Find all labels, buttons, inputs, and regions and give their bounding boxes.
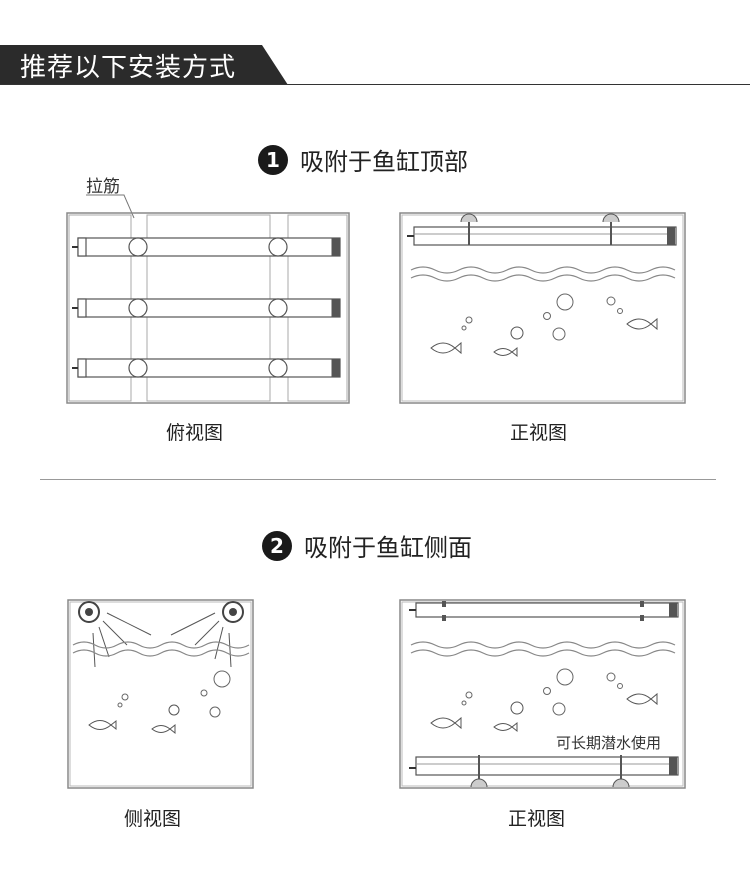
section2-title-row: 2 吸附于鱼缸侧面 xyxy=(262,528,472,563)
header-rule xyxy=(0,84,750,85)
top-view-caption: 俯视图 xyxy=(166,422,224,444)
top-tubes xyxy=(72,237,341,378)
header-title: 推荐以下安装方式 xyxy=(20,53,237,83)
front-view-diagram-2 xyxy=(399,599,686,789)
side-view-diagram xyxy=(67,599,254,789)
section1-number: 1 xyxy=(258,144,288,175)
front-view-diagram-1 xyxy=(399,212,686,404)
section1-title: 吸附于鱼缸顶部 xyxy=(300,148,468,176)
section-divider xyxy=(40,479,716,480)
section1-title-row: 1 吸附于鱼缸顶部 xyxy=(258,142,468,177)
front-view-caption-2: 正视图 xyxy=(508,808,566,830)
header-banner xyxy=(0,45,288,85)
rib-label: 拉筋 xyxy=(86,177,120,197)
side-view-caption: 侧视图 xyxy=(124,808,182,830)
front-view-caption-1: 正视图 xyxy=(510,422,568,444)
top-view-diagram xyxy=(66,194,350,404)
section2-number: 2 xyxy=(262,530,292,561)
underwater-note: 可长期潜水使用 xyxy=(556,734,662,752)
section2-title: 吸附于鱼缸侧面 xyxy=(304,534,472,562)
